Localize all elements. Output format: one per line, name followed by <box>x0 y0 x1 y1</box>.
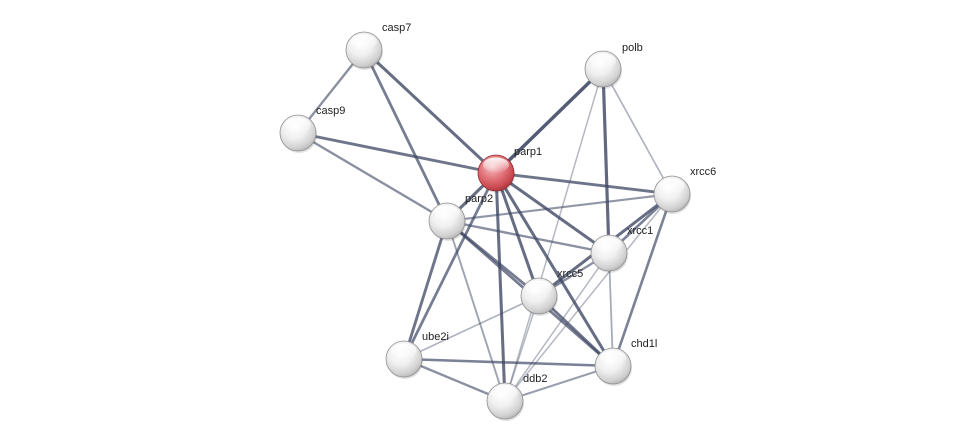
node-ube2i[interactable]: ube2i <box>385 331 449 379</box>
node-xrcc5[interactable]: xrcc5 <box>520 268 583 316</box>
edge-xrcc6-ddb2 <box>504 193 673 402</box>
node-label-polb: polb <box>622 42 643 54</box>
node-highlight <box>526 280 552 296</box>
node-label-ube2i: ube2i <box>422 331 449 343</box>
edge-parp1-chd1l <box>494 171 615 368</box>
node-polb[interactable]: polb <box>584 42 643 89</box>
node-label-ddb2: ddb2 <box>523 373 547 385</box>
node-highlight <box>600 350 626 366</box>
node-highlight <box>285 117 311 133</box>
node-highlight <box>483 157 509 173</box>
node-label-xrcc1: xrcc1 <box>627 225 653 237</box>
edge-ube2i-chd1l <box>402 357 615 368</box>
edge-chd1l-ddb2 <box>503 364 615 403</box>
node-label-casp9: casp9 <box>316 105 345 117</box>
edge-xrcc5-ube2i <box>403 295 540 360</box>
edge-casp9-parp1 <box>296 131 498 175</box>
node-chd1l[interactable]: chd1l <box>594 338 657 386</box>
node-parp2[interactable]: parp2 <box>428 193 493 241</box>
node-highlight <box>391 343 417 359</box>
edge-parp1-ddb2 <box>494 171 507 403</box>
edge-polb-xrcc1 <box>601 67 611 255</box>
nodes-layer: casp7 casp9 parp1 polb xrcc6 parp2 xrcc1 xrcc5 u… <box>279 22 716 421</box>
edge-parp2-ddb2 <box>446 220 506 402</box>
edge-xrcc6-parp2 <box>445 192 674 223</box>
edge-casp7-parp2 <box>362 48 449 223</box>
node-label-casp7: casp7 <box>382 22 411 34</box>
node-casp9[interactable]: casp9 <box>279 105 345 153</box>
edge-parp2-xrcc1 <box>445 219 611 255</box>
edge-casp9-parp2 <box>296 131 449 223</box>
edge-polb-ddb2 <box>504 68 604 402</box>
edge-xrcc6-chd1l <box>611 192 674 368</box>
node-ddb2[interactable]: ddb2 <box>486 373 547 421</box>
node-parp1[interactable]: parp1 <box>477 146 542 193</box>
node-highlight <box>596 237 622 253</box>
node-highlight <box>659 178 685 194</box>
node-label-xrcc5: xrcc5 <box>557 268 583 280</box>
edge-parp1-xrcc1 <box>494 171 611 255</box>
edge-parp1-ube2i <box>402 171 498 361</box>
node-highlight <box>492 385 518 401</box>
node-xrcc1[interactable]: xrcc1 <box>590 225 653 273</box>
node-highlight <box>351 34 377 50</box>
edge-parp1-polb <box>494 67 605 175</box>
edge-parp2-ube2i <box>402 219 449 361</box>
node-xrcc6[interactable]: xrcc6 <box>653 166 716 214</box>
node-label-parp1: parp1 <box>514 146 542 158</box>
node-label-parp2: parp2 <box>465 193 493 205</box>
node-casp7[interactable]: casp7 <box>345 22 411 70</box>
node-highlight <box>590 53 616 69</box>
edge-xrcc1-ddb2 <box>504 252 610 402</box>
edge-parp1-xrcc6 <box>494 171 674 196</box>
edge-xrcc1-chd1l <box>608 252 614 367</box>
node-label-chd1l: chd1l <box>631 338 657 350</box>
edge-polb-xrcc6 <box>602 68 673 195</box>
node-label-xrcc6: xrcc6 <box>690 166 716 178</box>
node-highlight <box>434 205 460 221</box>
edge-casp7-parp1 <box>362 48 498 175</box>
